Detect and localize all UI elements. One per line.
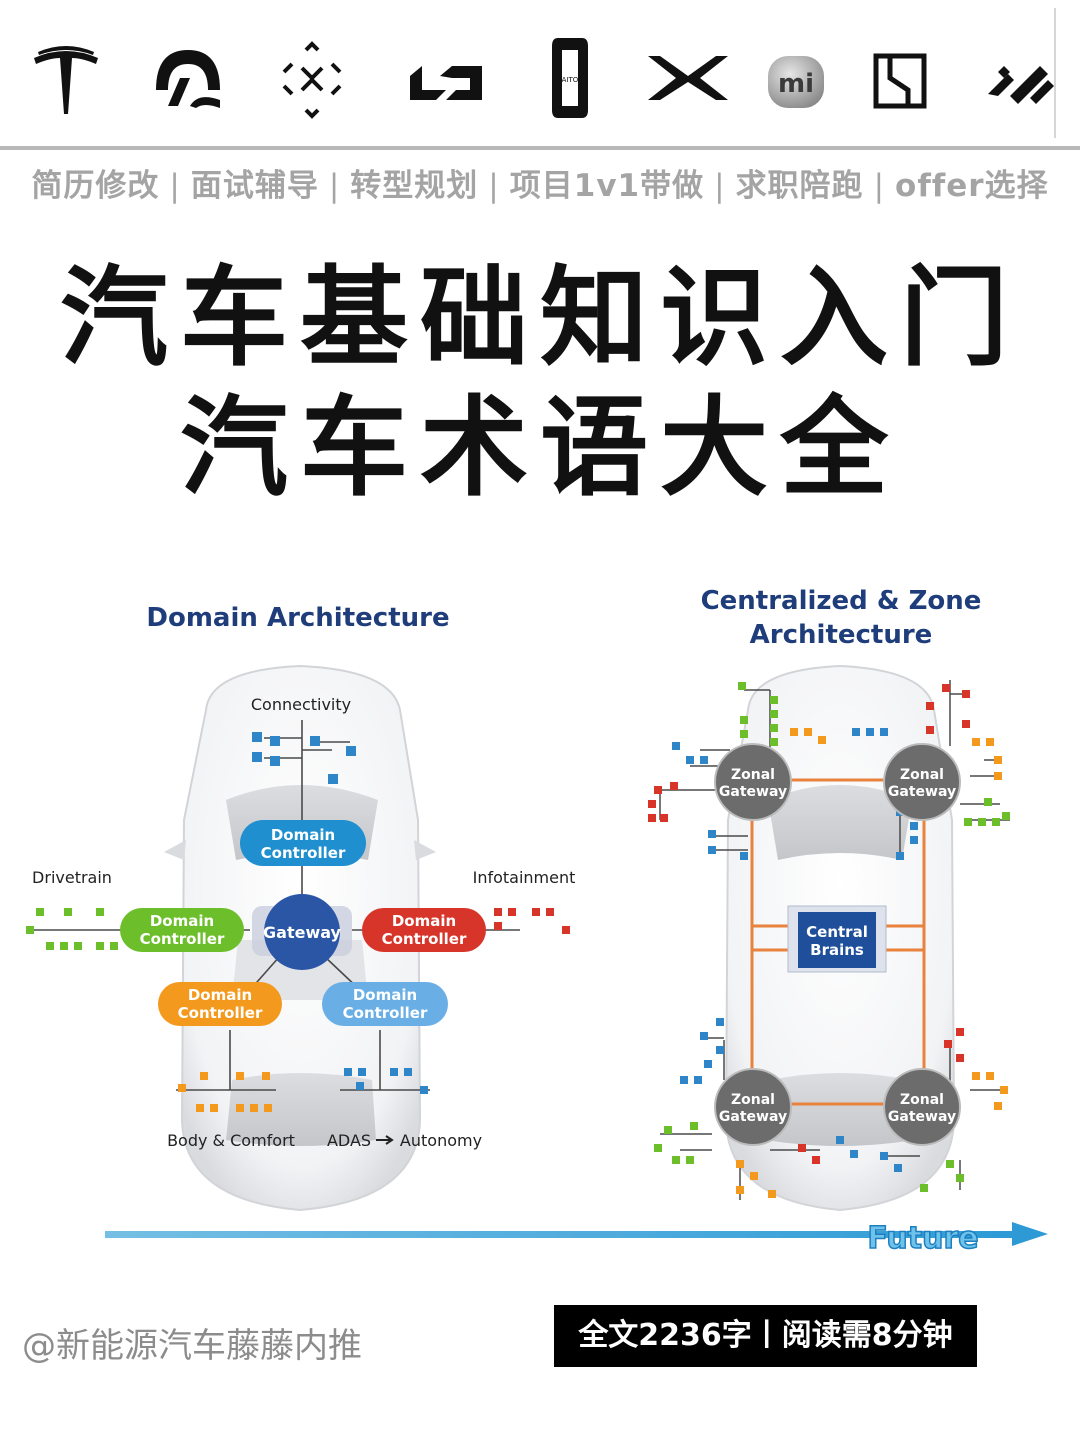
body-comfort-label: Body & Comfort: [167, 1131, 295, 1150]
zonal-label-line1: Zonal: [731, 1092, 775, 1108]
controller-label-line2: Controller: [178, 1004, 263, 1022]
drivetrain-label: Drivetrain: [32, 868, 112, 887]
service-separator: |: [714, 168, 726, 204]
zonal-label-line1: Zonal: [731, 767, 775, 783]
zeekr-logo: [850, 28, 950, 128]
service-resume: 简历修改: [31, 168, 160, 204]
reading-time-badge: 全文2236字丨阅读需8分钟: [554, 1305, 977, 1367]
zonal-label-line1: Zonal: [900, 1092, 944, 1108]
adas-arrow-icon: [376, 1135, 394, 1145]
domain-controller-infotainment: Domain Controller: [362, 908, 486, 952]
service-separator: |: [169, 168, 181, 204]
controller-label-line1: Domain: [353, 986, 417, 1004]
central-brains-node: Central Brains: [787, 905, 887, 973]
zonal-label-line2: Gateway: [888, 1109, 956, 1125]
domain-controller-drivetrain: Domain Controller: [120, 908, 244, 952]
controller-label-line1: Domain: [188, 986, 252, 1004]
service-separator: |: [488, 168, 500, 204]
future-arrow: Future: [105, 1220, 1048, 1257]
domain-controller-adas: Domain Controller: [322, 982, 448, 1026]
service-separator: |: [873, 168, 886, 204]
xiaomi-logo: mi: [746, 28, 846, 128]
zonal-gateway-rear-left: Zonal Gateway: [714, 1068, 792, 1146]
faraday-future-logo: [262, 28, 362, 128]
service-interview: 面试辅导: [190, 168, 319, 204]
services-line: 简历修改|面试辅导|转型规划|项目1v1带做|求职陪跑|offer选择: [0, 160, 1080, 210]
central-label-line1: Central: [806, 923, 868, 941]
xiaomi-logo-text: mi: [778, 69, 814, 99]
zone-architecture-title-line1: Centralized & Zone: [701, 586, 982, 616]
architecture-diagram: Domain Architecture Centralized & Zone A…: [0, 560, 1080, 1280]
controller-label-line2: Controller: [140, 930, 225, 948]
neta-logo: [968, 28, 1068, 128]
domain-node-squares: [26, 732, 570, 1112]
xpeng-logo: [638, 28, 738, 128]
main-title-line1: 汽车基础知识入门: [59, 256, 1020, 381]
controller-label-line2: Controller: [343, 1004, 428, 1022]
domain-controller-connectivity: Domain Controller: [240, 820, 366, 866]
controller-label-line1: Domain: [271, 826, 335, 844]
controller-label-line2: Controller: [261, 844, 346, 862]
adas-label: ADAS: [327, 1131, 371, 1150]
aito-logo-text: AITO: [562, 76, 579, 84]
domain-controller-body-comfort: Domain Controller: [158, 982, 282, 1026]
zone-architecture-title-line2: Architecture: [750, 620, 933, 650]
service-career-plan: 转型规划: [350, 168, 479, 204]
gateway-label: Gateway: [263, 923, 342, 942]
zonal-label-line2: Gateway: [888, 784, 956, 800]
zonal-gateway-rear-right: Zonal Gateway: [883, 1068, 961, 1146]
domain-architecture-title: Domain Architecture: [146, 603, 449, 633]
tesla-logo: [16, 28, 116, 128]
central-label-line2: Brains: [810, 941, 864, 959]
autonomy-label: Autonomy: [400, 1131, 482, 1150]
future-label: Future: [867, 1221, 978, 1256]
controller-label-line1: Domain: [392, 912, 456, 930]
service-separator: |: [328, 168, 341, 204]
li-auto-logo: [396, 28, 496, 128]
service-job-search: 求职陪跑: [735, 168, 864, 204]
zonal-label-line2: Gateway: [719, 784, 787, 800]
brand-logo-bar: AITO mi: [0, 0, 1080, 150]
zonal-gateway-front-left: Zonal Gateway: [714, 743, 792, 821]
service-project: 项目1v1带做: [509, 168, 705, 204]
service-offer: offer选择: [895, 168, 1049, 204]
zonal-label-line2: Gateway: [719, 1109, 787, 1125]
controller-label-line2: Controller: [382, 930, 467, 948]
logo-bar-rule: [0, 146, 1080, 150]
logo-bar-divider: [1054, 8, 1056, 138]
author-handle: @新能源汽车藤藤内推: [22, 1326, 362, 1366]
main-title-line2: 汽车术语大全: [179, 386, 900, 511]
infotainment-label: Infotainment: [473, 868, 576, 887]
controller-label-line1: Domain: [150, 912, 214, 930]
nio-logo: [138, 28, 238, 128]
connectivity-label: Connectivity: [251, 695, 351, 714]
gateway-node: Gateway: [252, 894, 352, 970]
zonal-gateway-front-right: Zonal Gateway: [883, 743, 961, 821]
zonal-label-line1: Zonal: [900, 767, 944, 783]
aito-logo: AITO: [520, 28, 620, 128]
